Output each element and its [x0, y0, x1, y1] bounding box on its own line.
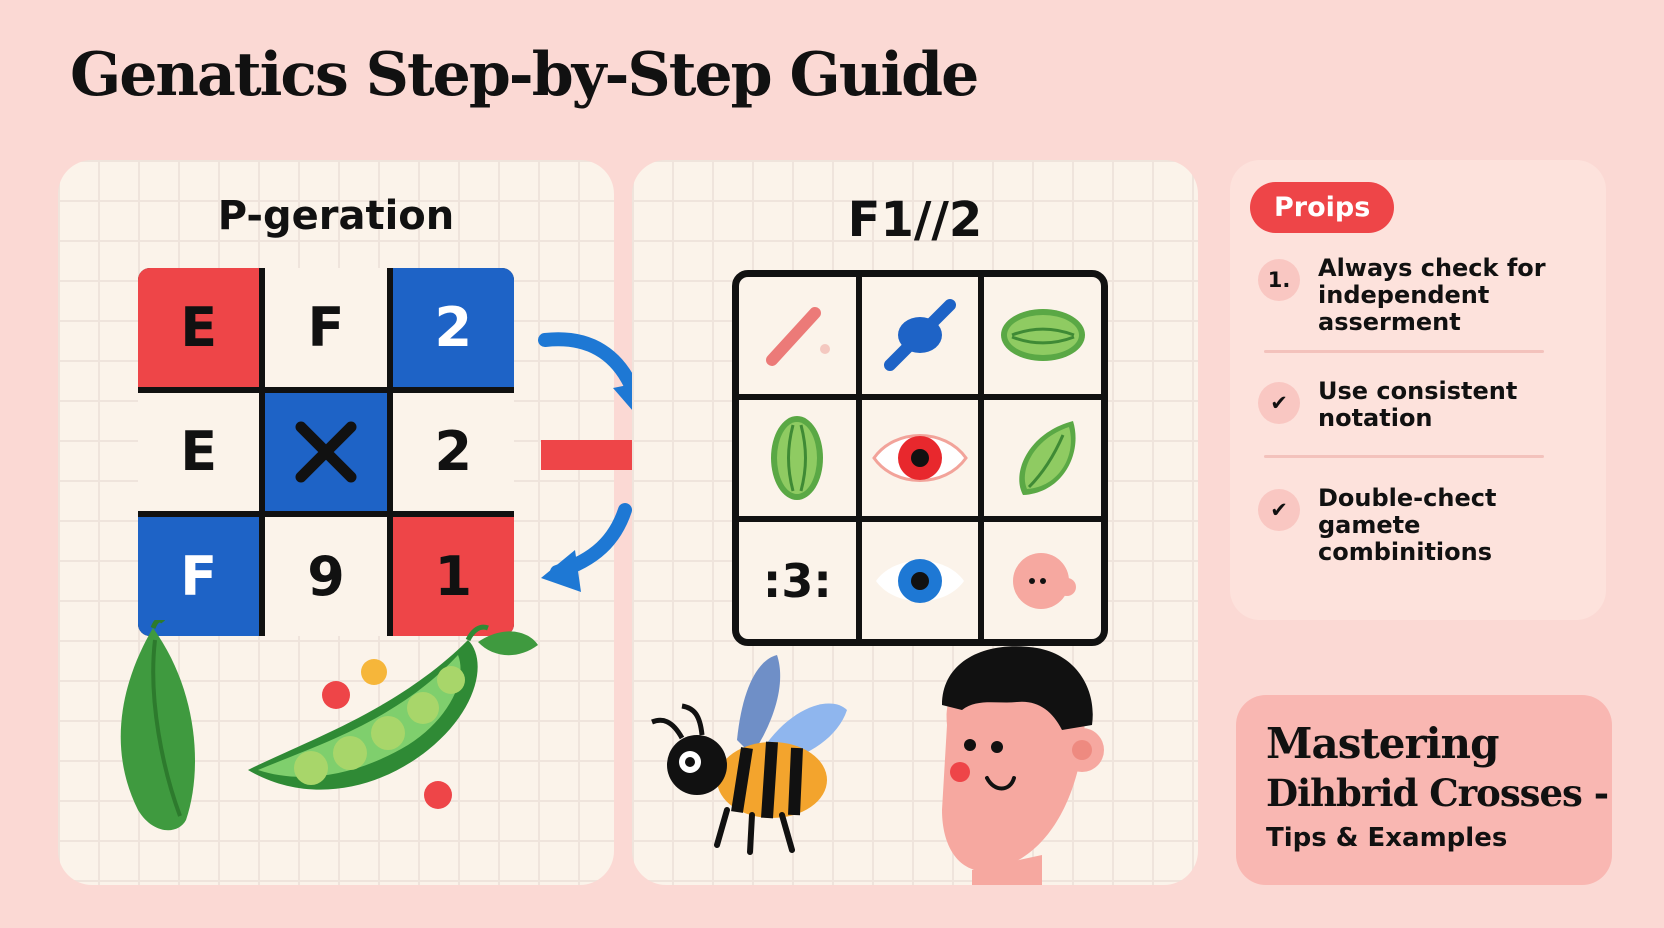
tip-item: 1. Always check for independent assermen… — [1258, 255, 1578, 336]
check-icon: ✔ — [1258, 489, 1300, 531]
bee-icon — [651, 655, 847, 855]
tips-badge: Proips — [1250, 182, 1395, 233]
mastering-subtitle: Dihbrid Crosses - — [1266, 771, 1609, 815]
f-cell — [861, 522, 979, 639]
tip-item: ✔ Use consistent notation — [1258, 378, 1578, 432]
tip-text: Always check for independent asserment — [1318, 254, 1546, 336]
f-cell — [739, 277, 856, 394]
f-cell — [984, 522, 1101, 639]
leaf-icon — [1018, 420, 1076, 495]
tip-text: Use consistent notation — [1318, 377, 1518, 432]
open-pea-pod-icon — [248, 624, 538, 790]
mastering-tagline: Tips & Examples — [1266, 823, 1508, 853]
chromosome-pair-icon — [883, 299, 956, 372]
face-icon — [1012, 552, 1076, 609]
p-generation-grid: E F 2 E 2 F 9 1 — [138, 268, 514, 636]
cross-cell — [265, 392, 387, 512]
p-cell: 9 — [265, 517, 387, 636]
p-cell: 2 — [392, 392, 514, 512]
f-cell — [861, 399, 979, 517]
person-icon — [942, 646, 1104, 885]
closed-pea-pod-icon — [120, 620, 196, 831]
mastering-title: Mastering — [1266, 719, 1499, 768]
p-cell: E — [138, 268, 260, 387]
check-icon: ✔ — [1258, 382, 1300, 424]
f-generation-panel: F1//2 — [632, 160, 1198, 885]
mastering-card: Mastering Dihbrid Crosses - Tips & Examp… — [1236, 695, 1612, 885]
chromosome-icon — [766, 307, 831, 367]
p-cell: F — [265, 268, 387, 387]
f-generation-grid: :3: — [732, 270, 1108, 646]
cross-icon — [295, 421, 357, 483]
seed-icon — [1000, 309, 1085, 362]
seed-icon — [771, 415, 824, 500]
f-cell — [984, 277, 1101, 394]
f-cell — [984, 399, 1101, 517]
tip-number: 1. — [1258, 259, 1300, 301]
p-cell: E — [138, 392, 260, 512]
tip-item: ✔ Double-chect gamete combinitions — [1258, 485, 1578, 566]
f-cell — [739, 399, 856, 517]
p-cell: 2 — [392, 268, 514, 387]
f-cell — [861, 277, 979, 394]
curved-arrow-up-icon — [541, 503, 632, 592]
tips-panel: Proips 1. Always check for independent a… — [1230, 160, 1606, 620]
dot-icon — [361, 659, 387, 685]
tip-text: Double-chect gamete combinitions — [1318, 484, 1497, 566]
dot-icon — [424, 781, 452, 809]
divider — [1264, 350, 1544, 353]
p-cell: 1 — [392, 517, 514, 636]
pea-pods-illustration — [120, 620, 538, 831]
p-generation-panel: P-geration E F 2 E 2 F 9 1 — [58, 160, 614, 885]
dot-icon — [322, 681, 350, 709]
eye-icon — [872, 433, 968, 482]
page-title: Genatics Step-by-Step Guide — [70, 40, 979, 110]
bee-and-person-illustration — [651, 646, 1104, 885]
divider — [1264, 455, 1544, 458]
blue-eye-icon — [875, 558, 964, 603]
ratio-label: :3: — [739, 522, 856, 639]
p-cell: F — [138, 517, 260, 636]
p-generation-heading: P-geration — [217, 193, 455, 239]
f-generation-heading: F1//2 — [847, 192, 983, 248]
